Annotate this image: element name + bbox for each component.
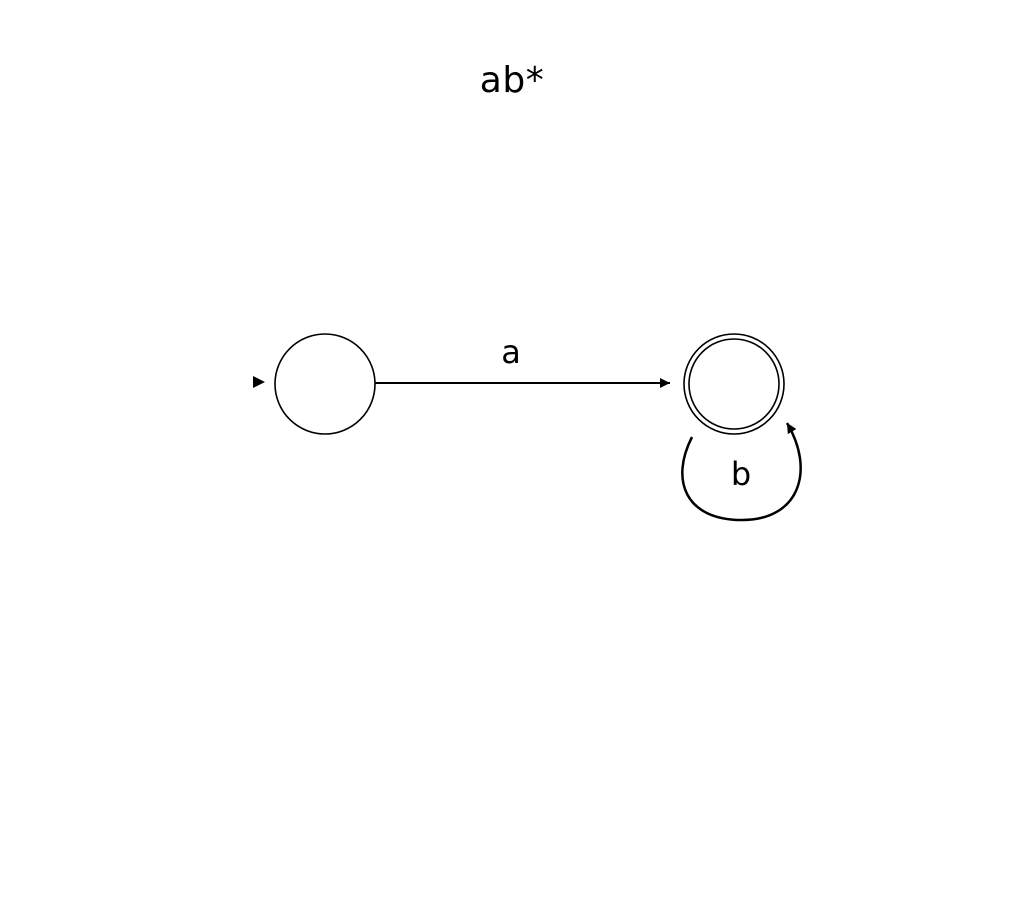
start-arrow	[253, 376, 265, 388]
state-q1[interactable]	[683, 333, 785, 435]
transition-q1-q1-label: b	[731, 455, 751, 493]
diagram-title: ab*	[479, 60, 545, 101]
state-q1-outer-ring	[683, 333, 785, 435]
state-q0[interactable]	[274, 333, 376, 435]
transition-q1-q1-loop[interactable]	[681, 422, 802, 522]
transition-q0-q1-label: a	[501, 333, 521, 371]
state-q1-inner-ring	[688, 338, 780, 430]
